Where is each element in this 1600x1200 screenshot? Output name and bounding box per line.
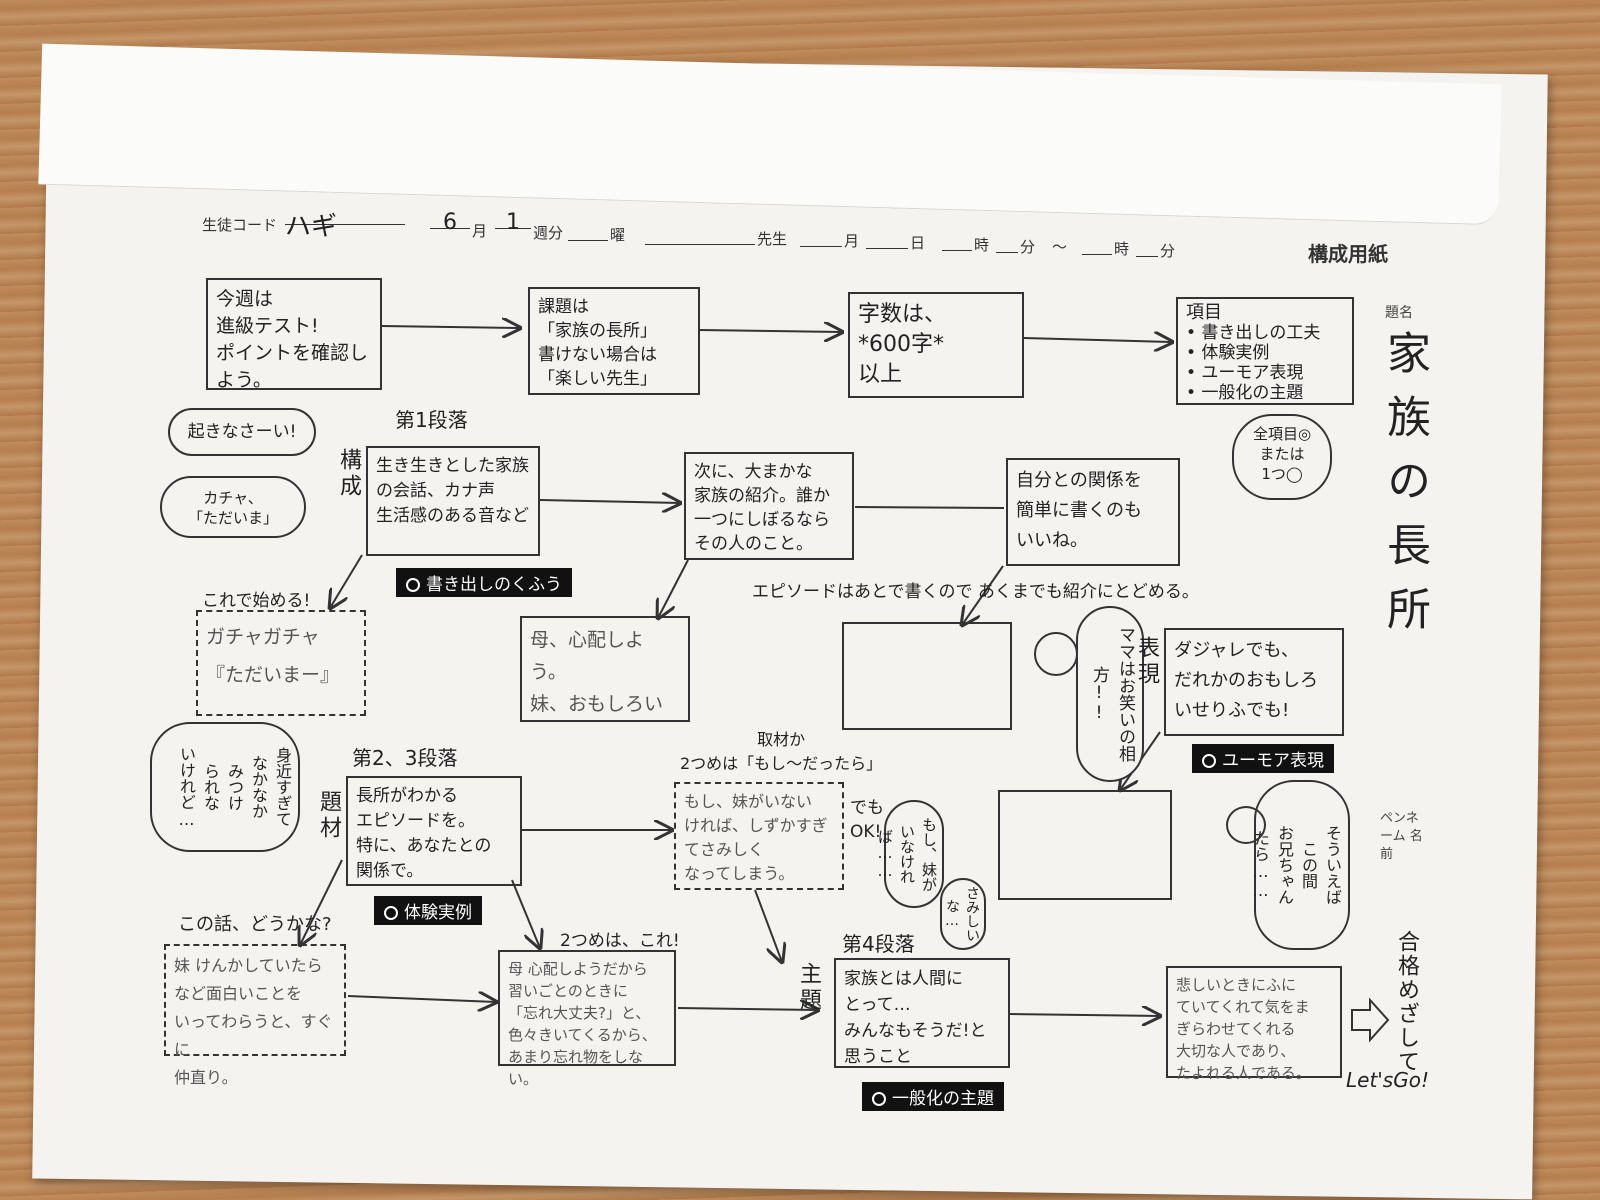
month-label: 月: [472, 223, 488, 240]
title-label: 題名: [1385, 305, 1413, 321]
family-intro-box: 次に、大まかな 家族の紹介。誰か 一つにしぼるなら その人のこと。: [684, 452, 854, 560]
wake-up-bubble: 起きなさーい!: [168, 408, 316, 456]
items-list-item: • ユーモア表現: [1186, 363, 1304, 383]
paragraph4-heading: 第4段落: [842, 932, 915, 956]
week-label: 週分: [533, 225, 564, 242]
start-note: これで始める!: [202, 591, 311, 611]
week-value: 1: [495, 210, 531, 235]
if-answer-box: もし、妹がいない ければ、しずかすぎ てさみしく なってしまう。: [674, 782, 844, 890]
humor-box: ダジャレでも、 だれかのおもしろ いせりふでも!: [1164, 628, 1344, 736]
hour2-blank: [1082, 236, 1112, 255]
tilde: 〜: [1052, 239, 1068, 256]
all-items-bubble: 全項目◎ または 1つ◯: [1232, 414, 1332, 500]
date-month-blank: [800, 228, 842, 247]
question-note: この話、どうかな?: [178, 914, 332, 935]
paragraph23-heading: 第2、3段落: [352, 746, 458, 770]
theme-answer-box: 悲しいときにふに ていてくれて気をま ぎらわせてくれる 大切な人であり、 たよれ…: [1166, 966, 1342, 1082]
humor-tag: ユーモア表現: [1192, 744, 1334, 773]
student-code-label: 生徒コード: [202, 217, 278, 234]
items-list-item: • 書き出しの工夫: [1186, 323, 1321, 343]
episode-box: 長所がわかる エピソードを。 特に、あなたとの 関係で。: [346, 776, 522, 886]
familiar-bubble: 身近すぎて なかなか みつけ られな いけれど…: [150, 722, 300, 852]
family-answer-box: 母、心配しよう。 妹、おもしろい: [520, 616, 690, 722]
experience-tag: 体験実例: [374, 896, 482, 925]
items-list-item: • 体験実例: [1186, 343, 1270, 363]
hour2-label: 時: [1114, 241, 1130, 258]
second-note: 2つめは、これ!: [560, 931, 680, 951]
child-drawing-icon: [1034, 632, 1078, 676]
theme-box: 家族とは人間に とって… みんなもそうだ!と思うこと: [834, 958, 1010, 1068]
opening-box: 生き生きとした家族 の会話、カナ声 生活感のある音など: [366, 446, 540, 556]
minute-label: 分: [1020, 239, 1036, 256]
sister-answer-box: 妹 けんかしていたら など面白いことを いってわらうと、すぐに 仲直り。: [164, 944, 346, 1087]
teacher-blank: [645, 226, 755, 245]
tag-dot-icon: [384, 906, 398, 920]
items-title: 項目: [1186, 302, 1222, 323]
items-box: 項目 • 書き出しの工夫• 体験実例• ユーモア表現• 一般化の主題: [1176, 297, 1354, 405]
ok-note: でも OK!: [850, 798, 884, 842]
lets-go-note: Let'sGo!: [1346, 1068, 1429, 1092]
experience-tag-label: 体験実例: [404, 903, 472, 923]
opening-answer-box: ガチャガチャ 『ただいまー』: [196, 610, 366, 716]
date-month-label: 月: [844, 233, 860, 250]
humor-answer-box: [998, 790, 1172, 900]
tag-dot-icon: [406, 578, 420, 592]
items-list: • 書き出しの工夫• 体験実例• ユーモア表現• 一般化の主題: [1186, 323, 1344, 403]
minute-blank: [996, 234, 1018, 253]
tag-dot-icon: [872, 1092, 886, 1106]
expression-side-label: 表現: [1134, 636, 1159, 688]
paragraph1-heading: 第1段落: [395, 408, 468, 432]
episode-note: エピソードはあとで書くので あくまでも紹介にとどめる。: [752, 582, 1199, 602]
goal-note: 合格めざして: [1394, 930, 1419, 1074]
theme-tag-label: 一般化の主題: [892, 1089, 994, 1109]
humor-tag-label: ユーモア表現: [1222, 751, 1324, 771]
composition-side-label: 構成: [336, 448, 361, 500]
task-box: 課題は 「家族の長所」 書けない場合は 「楽しい先生」: [528, 287, 700, 395]
hour-blank: [942, 232, 972, 251]
tag-dot-icon: [1202, 754, 1216, 768]
word-count-box: 字数は、 *600字* 以上: [848, 292, 1024, 398]
sheet-title: 構成用紙: [1308, 244, 1388, 266]
rabbit-bubble: もし、妹が いなければ……: [876, 800, 944, 908]
essay-title: 家族の長所: [1379, 330, 1430, 650]
lonely-bubble: さみしいな…: [940, 878, 986, 950]
bear-drawing-icon: [1226, 806, 1266, 844]
mother-answer-box: 母 心配しようだから 習いごとのときに 「忘れ大丈夫?」と、 色々きいてくるから…: [498, 950, 676, 1088]
intro-box: 今週は 進級テスト! ポイントを確認しよう。: [206, 278, 382, 391]
opening-tag: 書き出しのくふう: [396, 568, 572, 597]
date-day-label: 日: [910, 235, 926, 252]
tadaima-bubble: カチャ、 「ただいま」: [160, 476, 306, 538]
theme-tag: 一般化の主題: [862, 1082, 1004, 1111]
comedy-partner-bubble: ママはお笑いの相方!!: [1076, 606, 1144, 782]
date-day-blank: [866, 230, 908, 249]
big-brother-bubble: そういえば この間 お兄ちゃん たら……: [1251, 780, 1350, 950]
material-side-label: 題材: [316, 790, 341, 842]
month-value: 6: [430, 210, 470, 235]
theme-side-label: 主題: [796, 962, 821, 1014]
hour-label: 時: [974, 237, 990, 254]
items-list-item: • 一般化の主題: [1186, 383, 1304, 403]
day-label: 曜: [610, 227, 626, 244]
minute2-blank: [1136, 238, 1158, 257]
day-blank: [568, 222, 608, 241]
relation-answer-box: [842, 622, 1012, 730]
material-note: 取材か 2つめは「もし〜だったら」: [680, 730, 883, 773]
relation-box: 自分との関係を 簡単に書くのも いいね。: [1006, 458, 1180, 566]
minute2-label: 分: [1160, 243, 1176, 260]
teacher-label: 先生: [757, 231, 788, 248]
opening-tag-label: 書き出しのくふう: [426, 575, 562, 595]
penname-label: ペンネーム 名前: [1380, 811, 1423, 862]
